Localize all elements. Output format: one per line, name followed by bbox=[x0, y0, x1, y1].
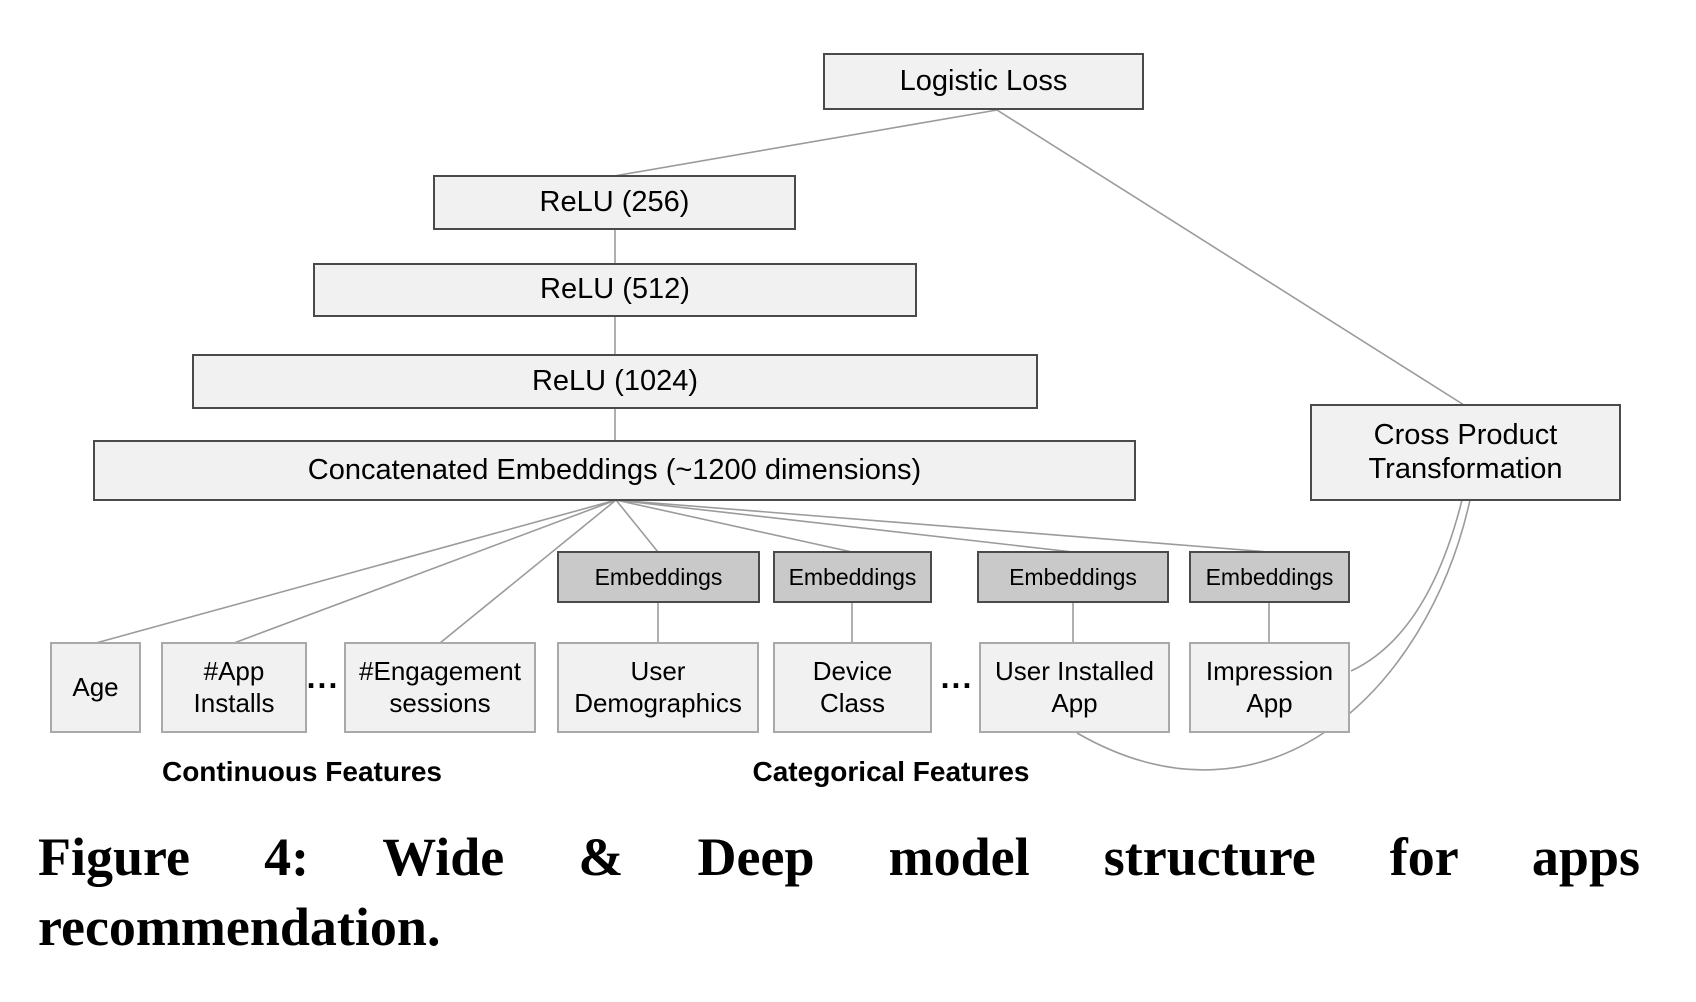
node-embeddings-impression-app: Embeddings bbox=[1189, 551, 1350, 603]
node-app-installs: #App Installs bbox=[161, 642, 307, 733]
categorical-features-label: Categorical Features bbox=[752, 756, 1030, 787]
node-engagement-sessions: #Engagement sessions bbox=[344, 642, 536, 733]
figure-caption-line-2: recommendation. bbox=[38, 897, 441, 957]
node-relu-512: ReLU (512) bbox=[313, 263, 917, 317]
node-age: Age bbox=[50, 642, 141, 733]
node-impression-app: Impression App bbox=[1189, 642, 1350, 733]
node-embeddings-device-class: Embeddings bbox=[773, 551, 932, 603]
node-user-demographics: User Demographics bbox=[557, 642, 759, 733]
node-cross-product-transformation: Cross Product Transformation bbox=[1310, 404, 1621, 501]
node-user-installed-app: User Installed App bbox=[979, 642, 1170, 733]
node-embeddings-user-installed-app: Embeddings bbox=[977, 551, 1169, 603]
node-logistic-loss: Logistic Loss bbox=[823, 53, 1144, 110]
node-relu-1024: ReLU (1024) bbox=[192, 354, 1038, 409]
continuous-ellipsis: ... bbox=[306, 658, 340, 695]
continuous-features-label: Continuous Features bbox=[161, 756, 442, 787]
node-concatenated-embeddings: Concatenated Embeddings (~1200 dimension… bbox=[93, 440, 1136, 501]
node-device-class: Device Class bbox=[773, 642, 932, 733]
categorical-ellipsis: ... bbox=[940, 658, 974, 695]
figure-caption: Figure 4: Wide & Deep model structure fo… bbox=[38, 824, 1640, 960]
node-embeddings-user-demographics: Embeddings bbox=[557, 551, 760, 603]
node-relu-256: ReLU (256) bbox=[433, 175, 796, 230]
figure-caption-line-1: Figure 4: Wide & Deep model structure fo… bbox=[38, 827, 1640, 887]
